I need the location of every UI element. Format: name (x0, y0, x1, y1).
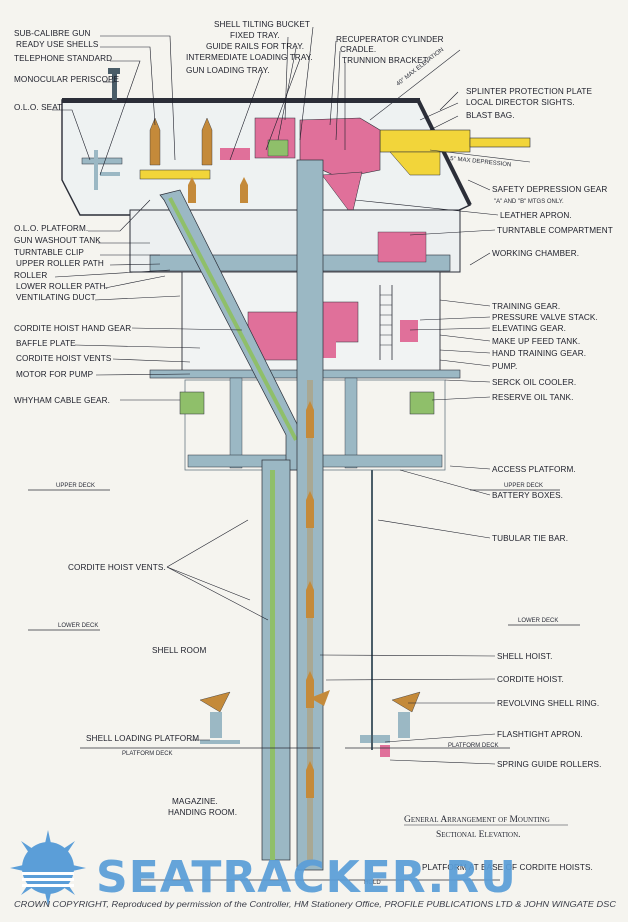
labels-top: SHELL TILTING BUCKET FIXED TRAY. GUIDE R… (186, 20, 444, 75)
label-blast-bag: BLAST BAG. (466, 111, 515, 120)
label-olo-seat: O.L.O. SEAT (14, 103, 62, 112)
label-cordite-hoist-vents-lower: CORDITE HOIST VENTS. (68, 563, 166, 572)
label-fixed-tray: FIXED TRAY. (230, 31, 280, 40)
label-gun-washout-tank: GUN WASHOUT TANK (14, 236, 101, 245)
label-ready-use-shells: READY USE SHELLS (16, 40, 99, 49)
watermark: SEATRACKER.RU (10, 830, 517, 906)
label-intermediate-loading-tray: INTERMEDIATE LOADING TRAY. (186, 53, 313, 62)
label-make-up-feed-tank: MAKE UP FEED TANK. (492, 337, 580, 346)
label-monocular-periscope: MONOCULAR PERISCOPE (14, 75, 120, 84)
label-revolving-shell-ring: REVOLVING SHELL RING. (497, 699, 599, 708)
label-turntable-clip: TURNTABLE CLIP (14, 248, 84, 257)
label-upper-deck-right: UPPER DECK (504, 483, 543, 489)
label-motor-for-pump: MOTOR FOR PUMP (16, 370, 94, 379)
label-gun-loading-tray: GUN LOADING TRAY. (186, 66, 270, 75)
label-elevating-gear: ELEVATING GEAR. (492, 324, 566, 333)
label-cradle: CRADLE. (340, 45, 376, 54)
label-handing-room: HANDING ROOM. (168, 808, 237, 817)
label-magazine: MAGAZINE. (172, 797, 218, 806)
label-platform-deck-left: PLATFORM DECK (122, 751, 173, 757)
label-pump: PUMP. (492, 362, 517, 371)
copyright-line: CROWN COPYRIGHT, Reproduced by permissio… (14, 900, 616, 909)
label-spring-guide-rollers: SPRING GUIDE ROLLERS. (497, 760, 601, 769)
label-sub-calibre-gun: SUB-CALIBRE GUN (14, 29, 91, 38)
deck-labels: UPPER DECK UPPER DECK LOWER DECK LOWER D… (56, 483, 558, 886)
label-working-chamber: WORKING CHAMBER. (492, 249, 579, 258)
labels-right: SPLINTER PROTECTION PLATE LOCAL DIRECTOR… (422, 87, 613, 872)
deck-lines (28, 489, 580, 881)
title-line-1: General Arrangement of Mounting (404, 815, 550, 825)
labels-left: SUB-CALIBRE GUN READY USE SHELLS TELEPHO… (14, 29, 237, 817)
label-cordite-hoist: CORDITE HOIST. (497, 675, 564, 684)
label-olo-platform: O.L.O. PLATFORM. (14, 224, 88, 233)
title-block: General Arrangement of Mounting Sectiona… (404, 815, 568, 840)
cordite-hoist-trunk (159, 189, 301, 861)
label-upper-deck-left: UPPER DECK (56, 483, 95, 489)
label-reserve-oil-tank: RESERVE OIL TANK. (492, 393, 573, 402)
label-safety-depression-gear: SAFETY DEPRESSION GEAR (492, 185, 607, 194)
shell-hoist-trunk (296, 159, 324, 871)
label-shell-hoist: SHELL HOIST. (497, 652, 553, 661)
label-leather-apron: LEATHER APRON. (500, 211, 572, 220)
label-shell-loading-platform: SHELL LOADING PLATFORM (86, 734, 199, 743)
gun-assembly (139, 117, 531, 216)
label-shell-tilting-bucket: SHELL TILTING BUCKET (214, 20, 310, 29)
label-splinter-protection-plate: SPLINTER PROTECTION PLATE (466, 87, 593, 96)
label-baffle-plate: BAFFLE PLATE (16, 339, 76, 348)
label-lower-deck-left: LOWER DECK (58, 623, 98, 629)
title-line-2: Sectional Elevation. (436, 830, 521, 840)
label-guide-rails-for-tray: GUIDE RAILS FOR TRAY. (206, 42, 304, 51)
label-hold: HOLD (364, 880, 381, 886)
label-hand-training-gear: HAND TRAINING GEAR. (492, 349, 586, 358)
label-lower-deck-right: LOWER DECK (518, 618, 558, 624)
label-battery-boxes: BATTERY BOXES. (492, 491, 563, 500)
label-ventilating-duct: VENTILATING DUCT (16, 293, 96, 302)
watermark-text: SEATRACKER.RU (96, 852, 517, 903)
label-lower-roller-path: LOWER ROLLER PATH. (16, 282, 108, 291)
label-trunnion-bracket: TRUNNION BRACKET. (342, 56, 429, 65)
label-serck-oil-cooler: SERCK OIL COOLER. (492, 378, 576, 387)
label-training-gear: TRAINING GEAR. (492, 302, 560, 311)
label-roller: ROLLER (14, 271, 47, 280)
label-flashtight-apron: FLASHTIGHT APRON. (497, 730, 583, 739)
label-a-and-b-mtgs-only: "A" AND "B" MTGS ONLY. (494, 199, 564, 205)
sunburst-logo-icon (10, 830, 86, 906)
label-platform-deck-right: PLATFORM DECK (448, 743, 499, 749)
label-access-platform: ACCESS PLATFORM. (492, 465, 576, 474)
label-recuperator-cylinder: RECUPERATOR CYLINDER (336, 35, 444, 44)
label-pressure-valve-stack: PRESSURE VALVE STACK. (492, 313, 598, 322)
label-cordite-hoist-vents: CORDITE HOIST VENTS (16, 354, 112, 363)
label-telephone-standard: TELEPHONE STANDARD (14, 54, 112, 63)
label-max-depression: 5° MAX DEPRESSION (450, 156, 512, 168)
label-cordite-hoist-hand-gear: CORDITE HOIST HAND GEAR (14, 324, 131, 333)
shell-ring-gear (199, 690, 421, 757)
label-platform-at-base: PLATFORM AT BASE OF CORDITE HOISTS. (422, 863, 593, 872)
label-tubular-tie-bar: TUBULAR TIE BAR. (492, 534, 568, 543)
label-upper-roller-path: UPPER ROLLER PATH (16, 259, 104, 268)
label-shell-room: SHELL ROOM (152, 646, 206, 655)
label-whyham-cable-gear: WHYHAM CABLE GEAR. (14, 396, 110, 405)
leader-lines (52, 26, 499, 765)
label-local-director-sights: LOCAL DIRECTOR SIGHTS. (466, 98, 575, 107)
label-turntable-compartment: TURNTABLE COMPARTMENT (497, 226, 613, 235)
